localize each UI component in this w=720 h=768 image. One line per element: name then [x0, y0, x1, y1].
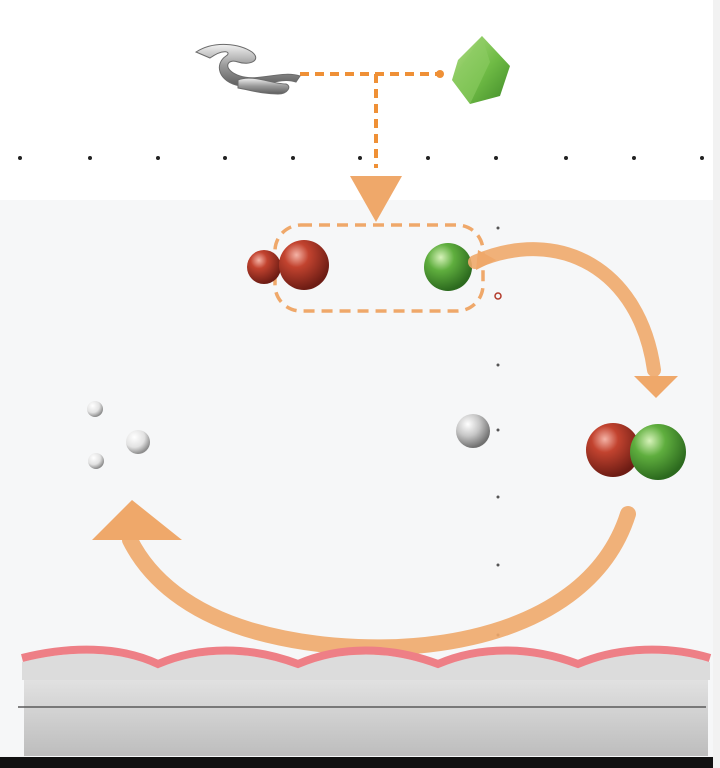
dotted-divider-line: [18, 156, 704, 160]
twisted-metal-ribbon-icon: [194, 44, 301, 95]
red-green-sphere-pair-icon: [586, 423, 686, 480]
dashed-complex-box: [273, 223, 485, 313]
right-frame: [713, 0, 720, 768]
gray-sphere-icon: [456, 414, 490, 448]
connector-dot: [436, 70, 444, 78]
curved-arrow-bottom: [92, 500, 636, 656]
white-sphere-cluster-icon: [87, 401, 150, 469]
down-arrow-icon: [350, 176, 402, 222]
cell-membrane-icon: [18, 645, 712, 756]
bottom-frame: [0, 757, 720, 768]
curved-arrow-right: [468, 242, 678, 398]
green-sphere-icon: [424, 243, 472, 291]
green-crystal-icon: [452, 36, 510, 104]
dashed-connector: [300, 72, 440, 168]
red-sphere-pair-icon: [247, 240, 329, 290]
